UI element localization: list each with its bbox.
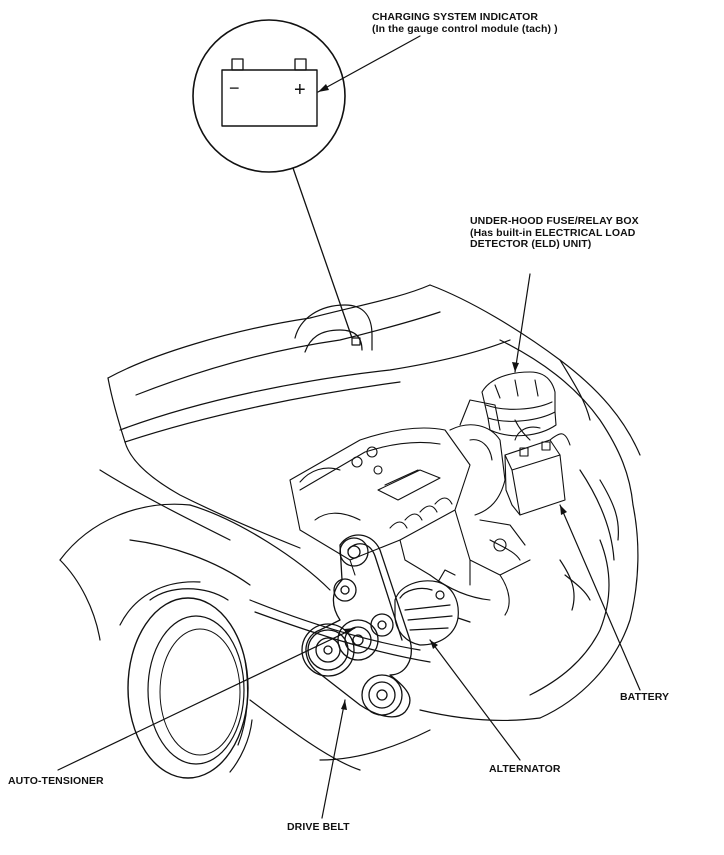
car-body bbox=[59, 284, 641, 779]
magnifier-leader-line bbox=[292, 167, 353, 339]
indicator-magnifier: − + bbox=[192, 19, 346, 173]
fusebox-leader-line bbox=[514, 273, 531, 373]
alternator bbox=[394, 569, 471, 646]
drive-belt-assembly bbox=[301, 534, 412, 718]
engine-block bbox=[289, 399, 531, 616]
fuse-relay-box bbox=[481, 371, 557, 441]
cluster-indicator-square bbox=[351, 337, 361, 346]
fuse-relay-box-label: UNDER-HOOD FUSE/RELAY BOX (Has built-in … bbox=[470, 215, 639, 251]
charging-indicator-title: CHARGING SYSTEM INDICATOR bbox=[372, 11, 539, 23]
battery bbox=[504, 426, 571, 516]
charging-leader-line bbox=[317, 35, 421, 93]
fuse-relay-box-note-2: DETECTOR (ELD) UNIT) bbox=[470, 238, 592, 250]
fuse-relay-box-note-1: (Has built-in ELECTRICAL LOAD bbox=[470, 226, 636, 239]
auto-tensioner-label: AUTO-TENSIONER bbox=[8, 775, 104, 787]
battery-warning-icon bbox=[221, 58, 318, 127]
charging-indicator-subtitle: (In the gauge control module (tach) ) bbox=[372, 22, 558, 35]
drive-belt-label: DRIVE BELT bbox=[287, 821, 350, 833]
alternator-label: ALTERNATOR bbox=[489, 763, 561, 775]
auto-tensioner-leader-line bbox=[57, 627, 356, 771]
drive-belt-leader-line bbox=[321, 699, 346, 819]
battery-label: BATTERY bbox=[620, 691, 670, 703]
plus-symbol: + bbox=[294, 79, 306, 101]
minus-symbol: − bbox=[229, 78, 240, 98]
battery-leader-line bbox=[559, 504, 641, 691]
alternator-leader-line bbox=[429, 639, 521, 761]
fuse-relay-box-title: UNDER-HOOD FUSE/RELAY BOX bbox=[470, 215, 639, 227]
charging-indicator-label: CHARGING SYSTEM INDICATOR (In the gauge … bbox=[372, 11, 558, 35]
leader-lines bbox=[57, 273, 641, 819]
